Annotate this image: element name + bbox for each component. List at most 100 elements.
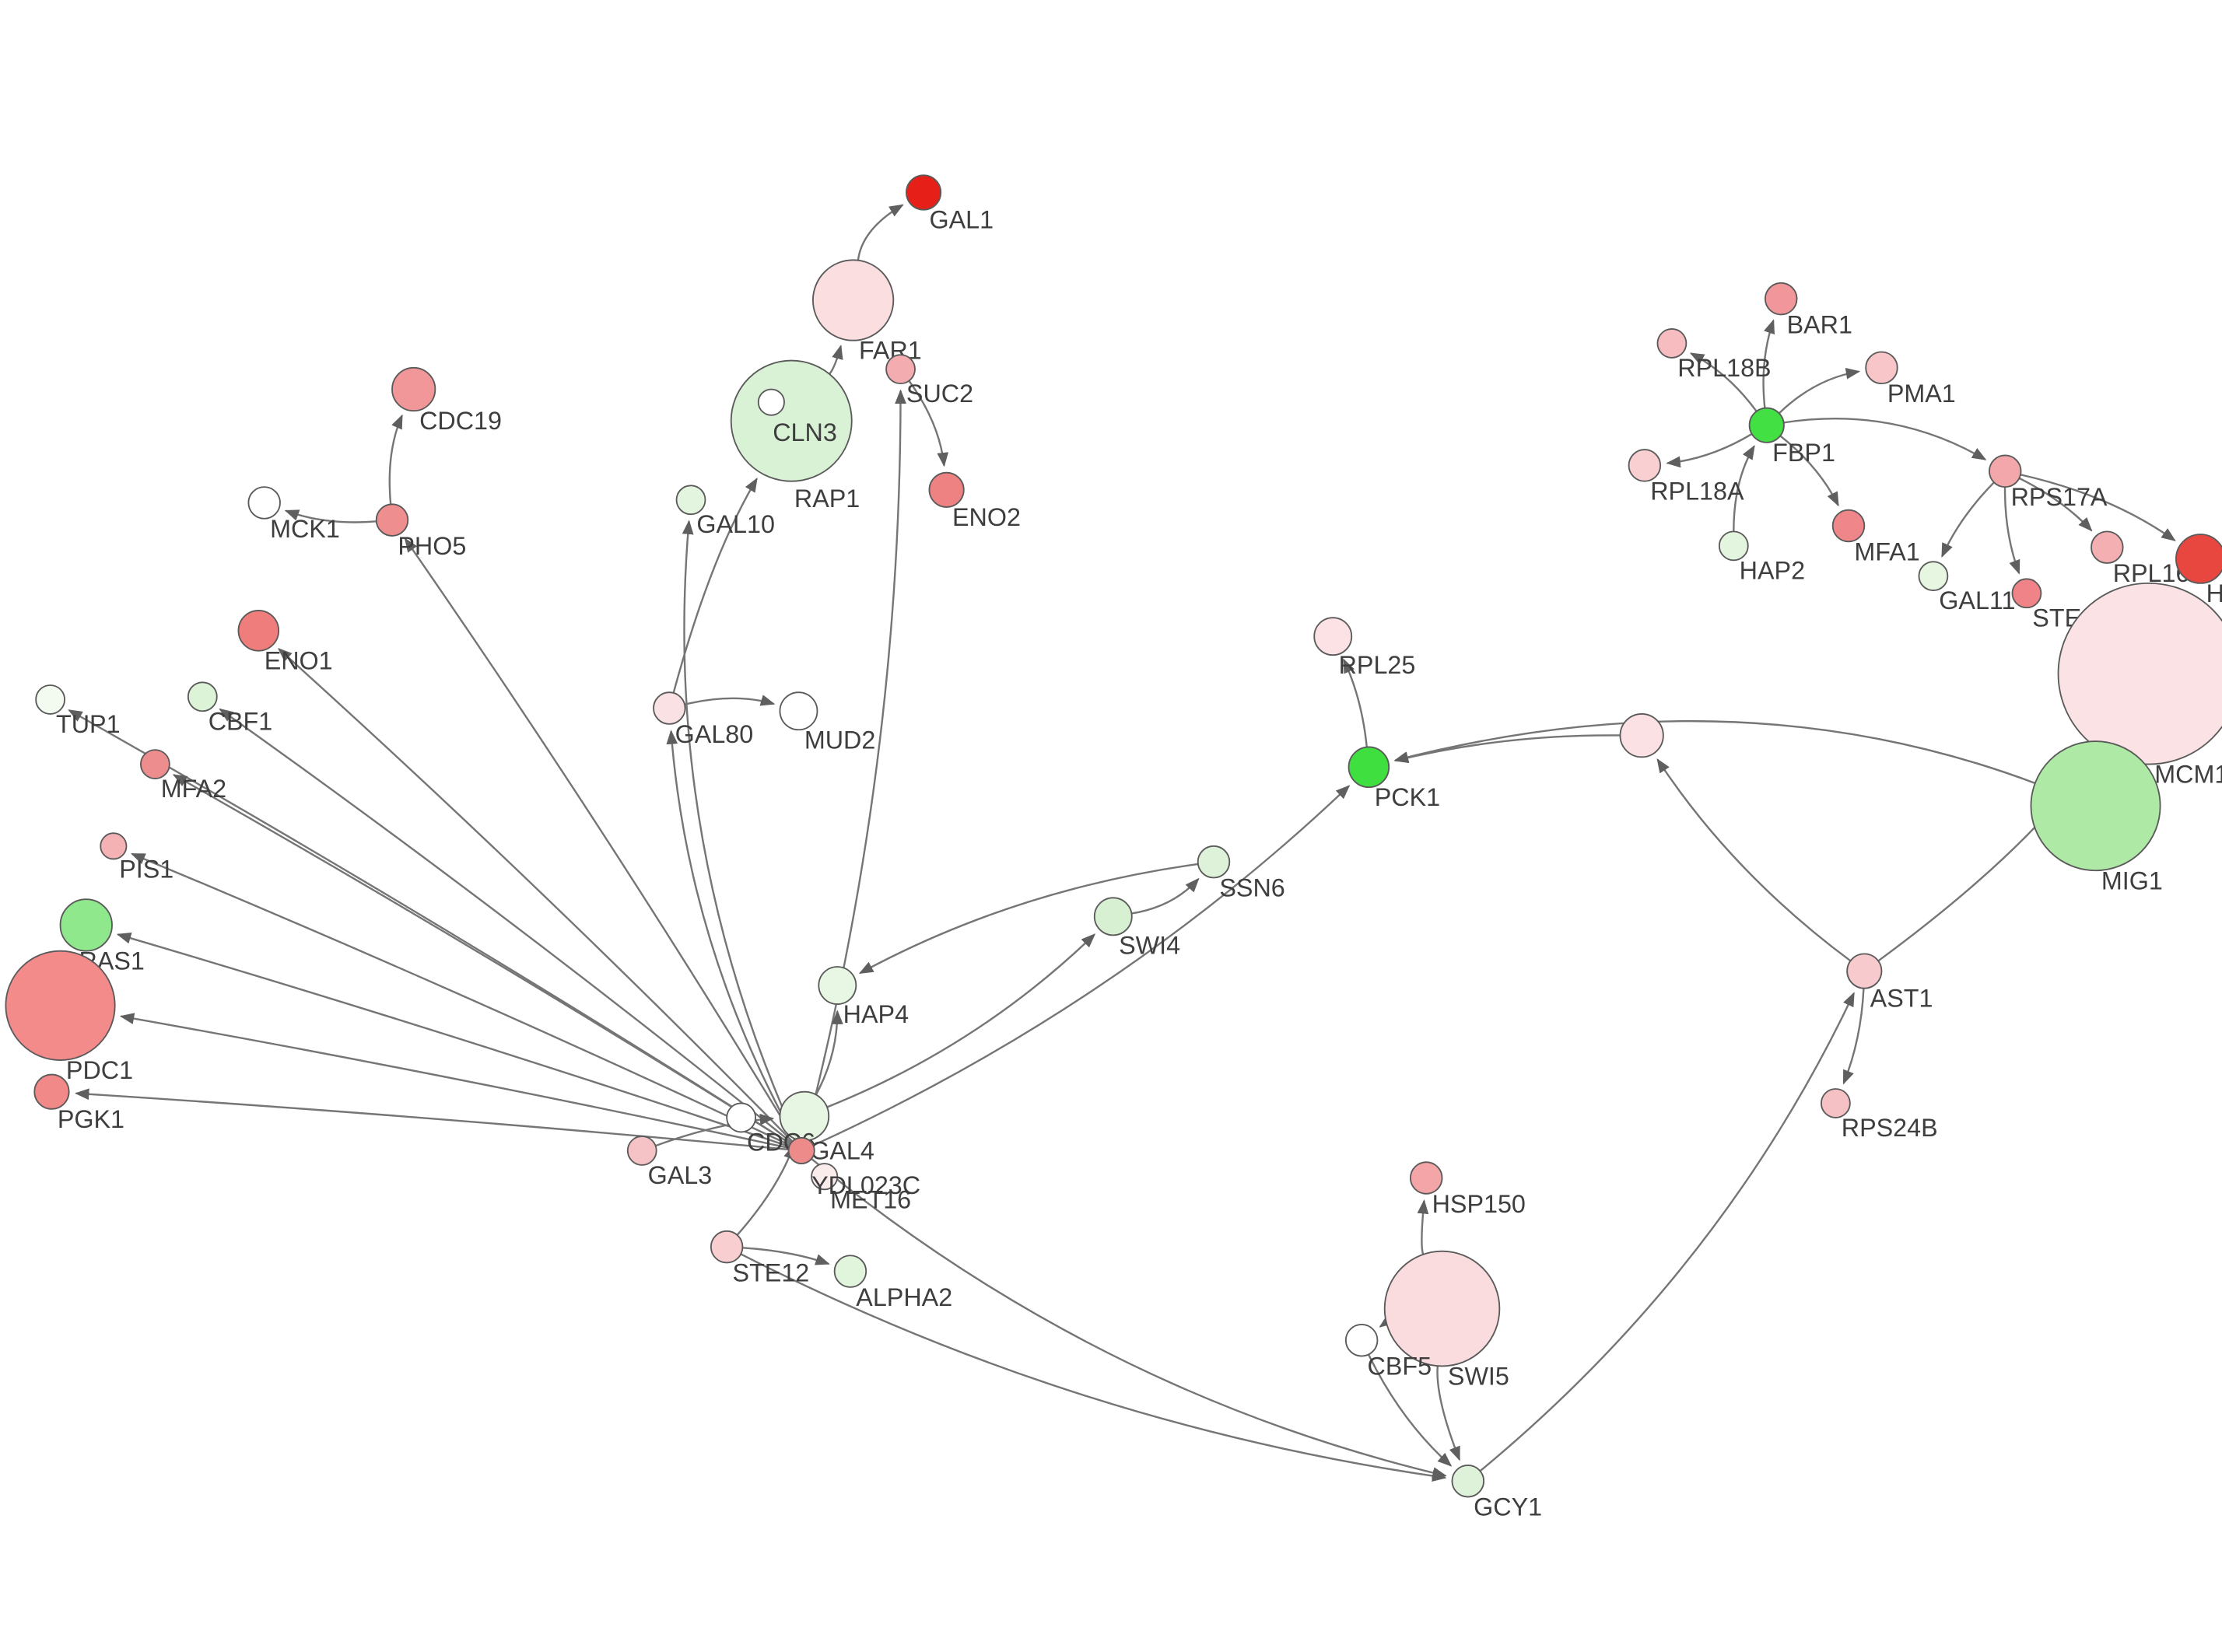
node-pgk1[interactable]: PGK1 xyxy=(33,1073,124,1133)
node-gal3[interactable]: GAL3 xyxy=(626,1136,712,1189)
node-circle-mfa2[interactable] xyxy=(140,749,170,779)
node-circle-mud2[interactable] xyxy=(779,691,818,731)
node-gal10[interactable]: GAL10 xyxy=(675,485,775,538)
edge-ydl023c-mfa2[interactable] xyxy=(172,774,791,1145)
node-pis1[interactable]: PIS1 xyxy=(100,832,173,883)
node-circle-fbp1[interactable] xyxy=(1748,407,1785,443)
edge-swi5-gcy1[interactable] xyxy=(1436,1366,1460,1461)
node-circle-cdc19[interactable] xyxy=(391,366,436,412)
node-circle-gal1[interactable] xyxy=(906,174,942,211)
edge-mig1-pck1[interactable] xyxy=(1393,719,2036,785)
node-circle-swi5[interactable] xyxy=(1383,1250,1501,1367)
node-circle-tup1[interactable] xyxy=(35,684,65,715)
edge-hap2-fbp1[interactable] xyxy=(1733,445,1755,532)
edge-ydl023c-gal80[interactable] xyxy=(666,730,797,1140)
node-circle-hap4[interactable] xyxy=(818,966,857,1005)
node-circle-ydl023c[interactable] xyxy=(787,1136,815,1164)
node-ast1[interactable]: AST1 xyxy=(1846,953,1933,1013)
node-rpl25[interactable]: RPL25 xyxy=(1313,617,1415,679)
node-rpl18a[interactable]: RPL18A xyxy=(1628,449,1744,506)
node-mfa1[interactable]: MFA1 xyxy=(1831,509,1920,566)
node-gal80[interactable]: GAL80 xyxy=(653,691,753,748)
node-circle-cdc6[interactable] xyxy=(726,1102,756,1133)
node-circle-rpl16a[interactable] xyxy=(2091,530,2124,564)
edge-ydl023c-cbf1[interactable] xyxy=(219,708,792,1143)
edge-node1-pck1[interactable] xyxy=(1393,734,1621,764)
edge-gal4-hap4[interactable] xyxy=(815,1010,843,1096)
node-rpl18b[interactable]: RPL18B xyxy=(1656,328,1772,382)
node-circle-ste12[interactable] xyxy=(710,1230,744,1264)
node-circle-cbf5[interactable] xyxy=(1344,1323,1379,1357)
node-circle-hap2[interactable] xyxy=(1718,530,1749,562)
node-circle-gcy1[interactable] xyxy=(1451,1464,1485,1498)
node-circle-gal10[interactable] xyxy=(675,485,706,516)
edge-ydl023c-ras1[interactable] xyxy=(116,933,790,1148)
edge-gal80-mud2[interactable] xyxy=(684,695,776,706)
node-far1[interactable]: FAR1 xyxy=(812,259,922,365)
edge-ste12-gal4[interactable] xyxy=(736,1144,795,1236)
node-circle-rap1[interactable] xyxy=(757,388,785,416)
node-gal11[interactable]: GAL11 xyxy=(1918,561,2015,614)
edge-cbf5-gcy1[interactable] xyxy=(1367,1353,1453,1467)
node-circle-mck1[interactable] xyxy=(247,486,281,520)
node-circle-ssn6[interactable] xyxy=(1197,845,1231,879)
edge-pck1-rpl25[interactable] xyxy=(1343,658,1368,747)
edge-ssn6-hap4[interactable] xyxy=(858,863,1199,975)
edge-ydl023c-gal10[interactable] xyxy=(682,520,797,1139)
node-pck1[interactable]: PCK1 xyxy=(1348,746,1441,811)
edge-ydl023c-pck1[interactable] xyxy=(812,785,1351,1146)
node-circle-mfa1[interactable] xyxy=(1831,509,1866,543)
node-met16[interactable]: MET16 xyxy=(811,1163,911,1213)
node-mcm1[interactable]: MCM1 xyxy=(2057,582,2222,789)
edge-ydl023c-pdc1[interactable] xyxy=(119,1013,790,1150)
edge-pho5-cdc19[interactable] xyxy=(388,414,403,505)
node-circle-ste2[interactable] xyxy=(2011,578,2042,609)
edge-far1-gal1[interactable] xyxy=(857,204,904,261)
node-cdc19[interactable]: CDC19 xyxy=(391,366,502,435)
node-rps17a[interactable]: RPS17A xyxy=(1989,454,2108,511)
node-circle-his4[interactable] xyxy=(2175,534,2222,584)
node-gal1[interactable]: GAL1 xyxy=(906,174,994,234)
node-circle-eno1[interactable] xyxy=(237,610,280,652)
node-circle-met16[interactable] xyxy=(811,1163,839,1191)
node-swi4[interactable]: SWI4 xyxy=(1093,897,1180,959)
node-circle-cln3[interactable] xyxy=(730,359,853,482)
node-circle-cbf1[interactable] xyxy=(187,681,218,712)
node-suc2[interactable]: SUC2 xyxy=(885,354,973,408)
edge-ydl023c-eno1[interactable] xyxy=(277,648,794,1143)
node-pdc1[interactable]: PDC1 xyxy=(5,950,133,1084)
edge-gcy1-ast1[interactable] xyxy=(1479,992,1855,1472)
edge-ste12-gcy1[interactable] xyxy=(740,1253,1447,1482)
node-circle-pma1[interactable] xyxy=(1865,351,1898,385)
edge-pho5-mck1[interactable] xyxy=(284,509,377,523)
edge-ste12-alpha2[interactable] xyxy=(742,1247,830,1265)
node-pho5[interactable]: PHO5 xyxy=(375,503,467,560)
node-his4[interactable]: HIS4 xyxy=(2175,534,2222,607)
node-rap1[interactable]: RAP1 xyxy=(757,388,860,513)
edge-fbp1-rpl18b[interactable] xyxy=(1689,352,1758,412)
edge-fbp1-bar1[interactable] xyxy=(1762,319,1775,408)
node-ydl023c[interactable]: YDL023C xyxy=(787,1136,921,1199)
node-circle-rpl18b[interactable] xyxy=(1656,328,1688,359)
node-circle-rpl25[interactable] xyxy=(1313,617,1353,656)
node-circle-pis1[interactable] xyxy=(100,832,128,860)
node-mig1[interactable]: MIG1 xyxy=(2030,740,2163,894)
node-gcy1[interactable]: GCY1 xyxy=(1451,1464,1542,1521)
node-circle-ras1[interactable] xyxy=(59,898,113,952)
edge-fbp1-rpl18a[interactable] xyxy=(1666,432,1753,468)
node-circle-ast1[interactable] xyxy=(1846,953,1883,989)
node-rps24b[interactable]: RPS24B xyxy=(1821,1088,1938,1142)
node-swi5[interactable]: SWI5 xyxy=(1383,1250,1509,1391)
edge-swi4-ssn6[interactable] xyxy=(1131,877,1200,915)
edge-rps17a-gal11[interactable] xyxy=(1941,481,1995,558)
edge-gal3-gal4[interactable] xyxy=(655,1113,775,1147)
edge-ast1-node1[interactable] xyxy=(1656,758,1852,962)
node-circle-rps17a[interactable] xyxy=(1989,454,2022,488)
node-circle-pgk1[interactable] xyxy=(33,1073,70,1110)
node-circle-mig1[interactable] xyxy=(2030,740,2161,872)
node-ssn6[interactable]: SSN6 xyxy=(1197,845,1285,902)
node-circle-gal11[interactable] xyxy=(1918,561,1949,592)
node-mck1[interactable]: MCK1 xyxy=(247,486,340,543)
edge-rps17a-rpl16a[interactable] xyxy=(2018,477,2093,532)
node-circle-alpha2[interactable] xyxy=(833,1255,867,1288)
